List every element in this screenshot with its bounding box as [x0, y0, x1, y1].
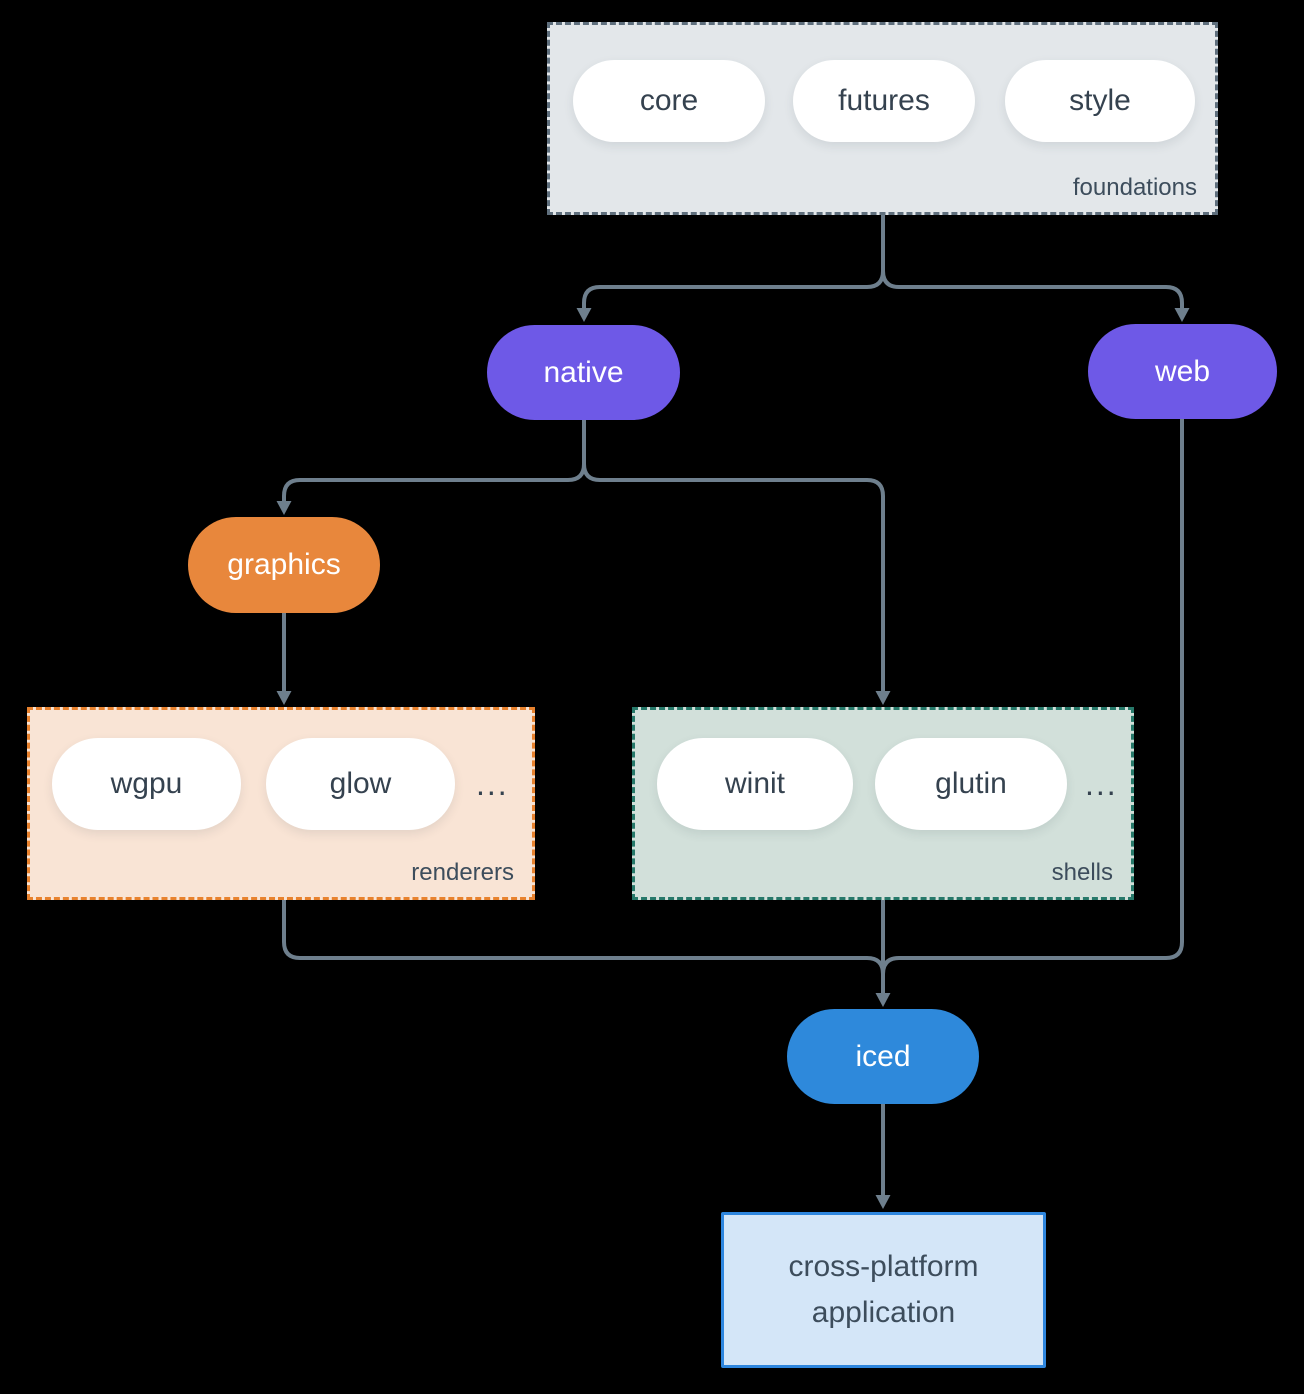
node-style: style — [1005, 60, 1195, 142]
renderers-ellipsis: ... — [476, 766, 509, 802]
node-wgpu-label: wgpu — [110, 767, 183, 800]
node-wgpu: wgpu — [52, 738, 241, 830]
edge-native-graphics — [276, 420, 586, 515]
node-futures-label: futures — [838, 84, 930, 117]
node-style-label: style — [1069, 84, 1131, 117]
node-core: core — [573, 60, 765, 142]
node-core-label: core — [639, 84, 699, 117]
node-web-label: web — [1154, 354, 1211, 388]
shells-ellipsis: ... — [1085, 766, 1118, 802]
edge-native-shells — [582, 420, 891, 705]
node-native: native — [487, 325, 680, 420]
shells-group: winit glutin ... shells — [632, 707, 1134, 900]
shells-group-label: shells — [1051, 859, 1113, 886]
foundations-group: core futures style foundations — [547, 22, 1218, 215]
foundations-group-label: foundations — [1072, 174, 1197, 201]
renderers-group: wgpu glow ... renderers — [27, 707, 535, 900]
node-winit-label: winit — [724, 767, 785, 800]
node-glow: glow — [266, 738, 455, 830]
application-box: cross-platform application — [721, 1212, 1046, 1368]
node-iced: iced — [787, 1009, 979, 1104]
node-glutin-label: glutin — [935, 767, 1007, 800]
application-label-line1: cross-platform — [788, 1249, 979, 1283]
node-graphics: graphics — [188, 517, 380, 613]
node-native-label: native — [543, 355, 624, 389]
node-graphics-label: graphics — [227, 548, 341, 581]
node-glutin: glutin — [875, 738, 1067, 830]
application-label-line2: application — [811, 1296, 956, 1329]
renderers-group-label: renderers — [411, 859, 514, 886]
node-glow-label: glow — [329, 767, 392, 800]
node-web: web — [1088, 324, 1277, 419]
node-winit: winit — [657, 738, 853, 830]
node-iced-label: iced — [855, 1039, 911, 1073]
node-futures: futures — [793, 60, 975, 142]
edge-renderers-iced — [282, 900, 885, 982]
edge-foundations-native — [576, 215, 885, 322]
edge-foundations-web — [881, 215, 1190, 322]
